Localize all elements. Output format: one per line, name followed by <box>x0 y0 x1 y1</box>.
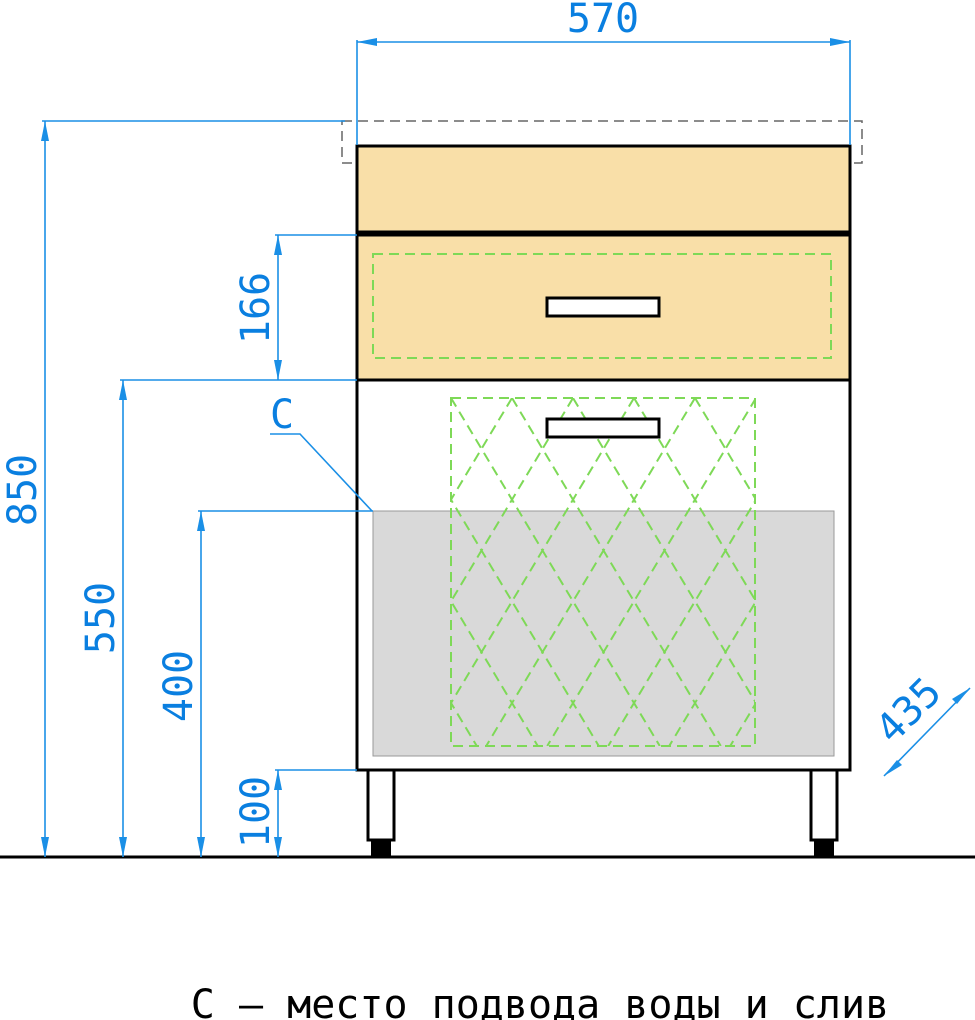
dimension-drawer-top-label: 550 <box>78 582 124 654</box>
basket-pattern-line <box>939 398 975 746</box>
dimension-width-label: 570 <box>567 0 639 42</box>
basket-pattern-line <box>451 398 661 746</box>
basket-pattern-line <box>451 398 513 502</box>
dimension-total-height: 850 <box>0 120 345 857</box>
callout-c-label: C <box>270 392 294 438</box>
drawer-handle <box>545 296 661 318</box>
basket-pattern-line <box>633 398 755 602</box>
dimension-depth: 435 <box>867 669 971 777</box>
basket-pattern-line <box>0 398 85 746</box>
basket-handle <box>545 417 661 439</box>
top-panel <box>355 144 852 234</box>
dimension-total-height-label: 850 <box>0 454 46 526</box>
dimension-drawer-top: 550 <box>78 379 357 857</box>
leg-left <box>366 768 396 856</box>
basket-pattern-line <box>572 398 755 704</box>
plumbing-opening <box>372 510 835 757</box>
legend-note: С – место подвода воды и слив <box>191 982 889 1020</box>
dimension-width: 570 <box>356 0 851 145</box>
leg-right <box>809 768 839 856</box>
basket-pattern-line <box>694 398 755 500</box>
basket-hidden-outline <box>0 397 975 747</box>
dimension-depth-label: 435 <box>867 669 951 753</box>
basket-pattern-line <box>451 398 635 705</box>
drawer-hidden-outline <box>372 253 832 359</box>
basket-pattern-line <box>607 499 755 746</box>
callout-c: C <box>270 392 373 512</box>
basket-pattern-line <box>451 497 600 746</box>
dimension-opening: 400 <box>156 510 373 857</box>
basket-pattern-line <box>546 398 755 746</box>
basket-pattern-line <box>668 601 755 746</box>
dimension-opening-label: 400 <box>156 650 202 722</box>
basket-pattern-line <box>451 599 539 746</box>
basket-pattern-line <box>0 398 146 746</box>
dimension-drawer: 166 <box>233 234 357 380</box>
dimension-leg-label: 100 <box>233 776 279 848</box>
dimension-drawer-label: 166 <box>233 272 279 344</box>
basket-pattern-line <box>451 398 574 604</box>
basket-pattern-line <box>511 398 722 746</box>
dimension-leg: 100 <box>233 769 357 857</box>
basket-pattern-line <box>485 398 696 746</box>
basket-pattern-line <box>120 398 329 746</box>
